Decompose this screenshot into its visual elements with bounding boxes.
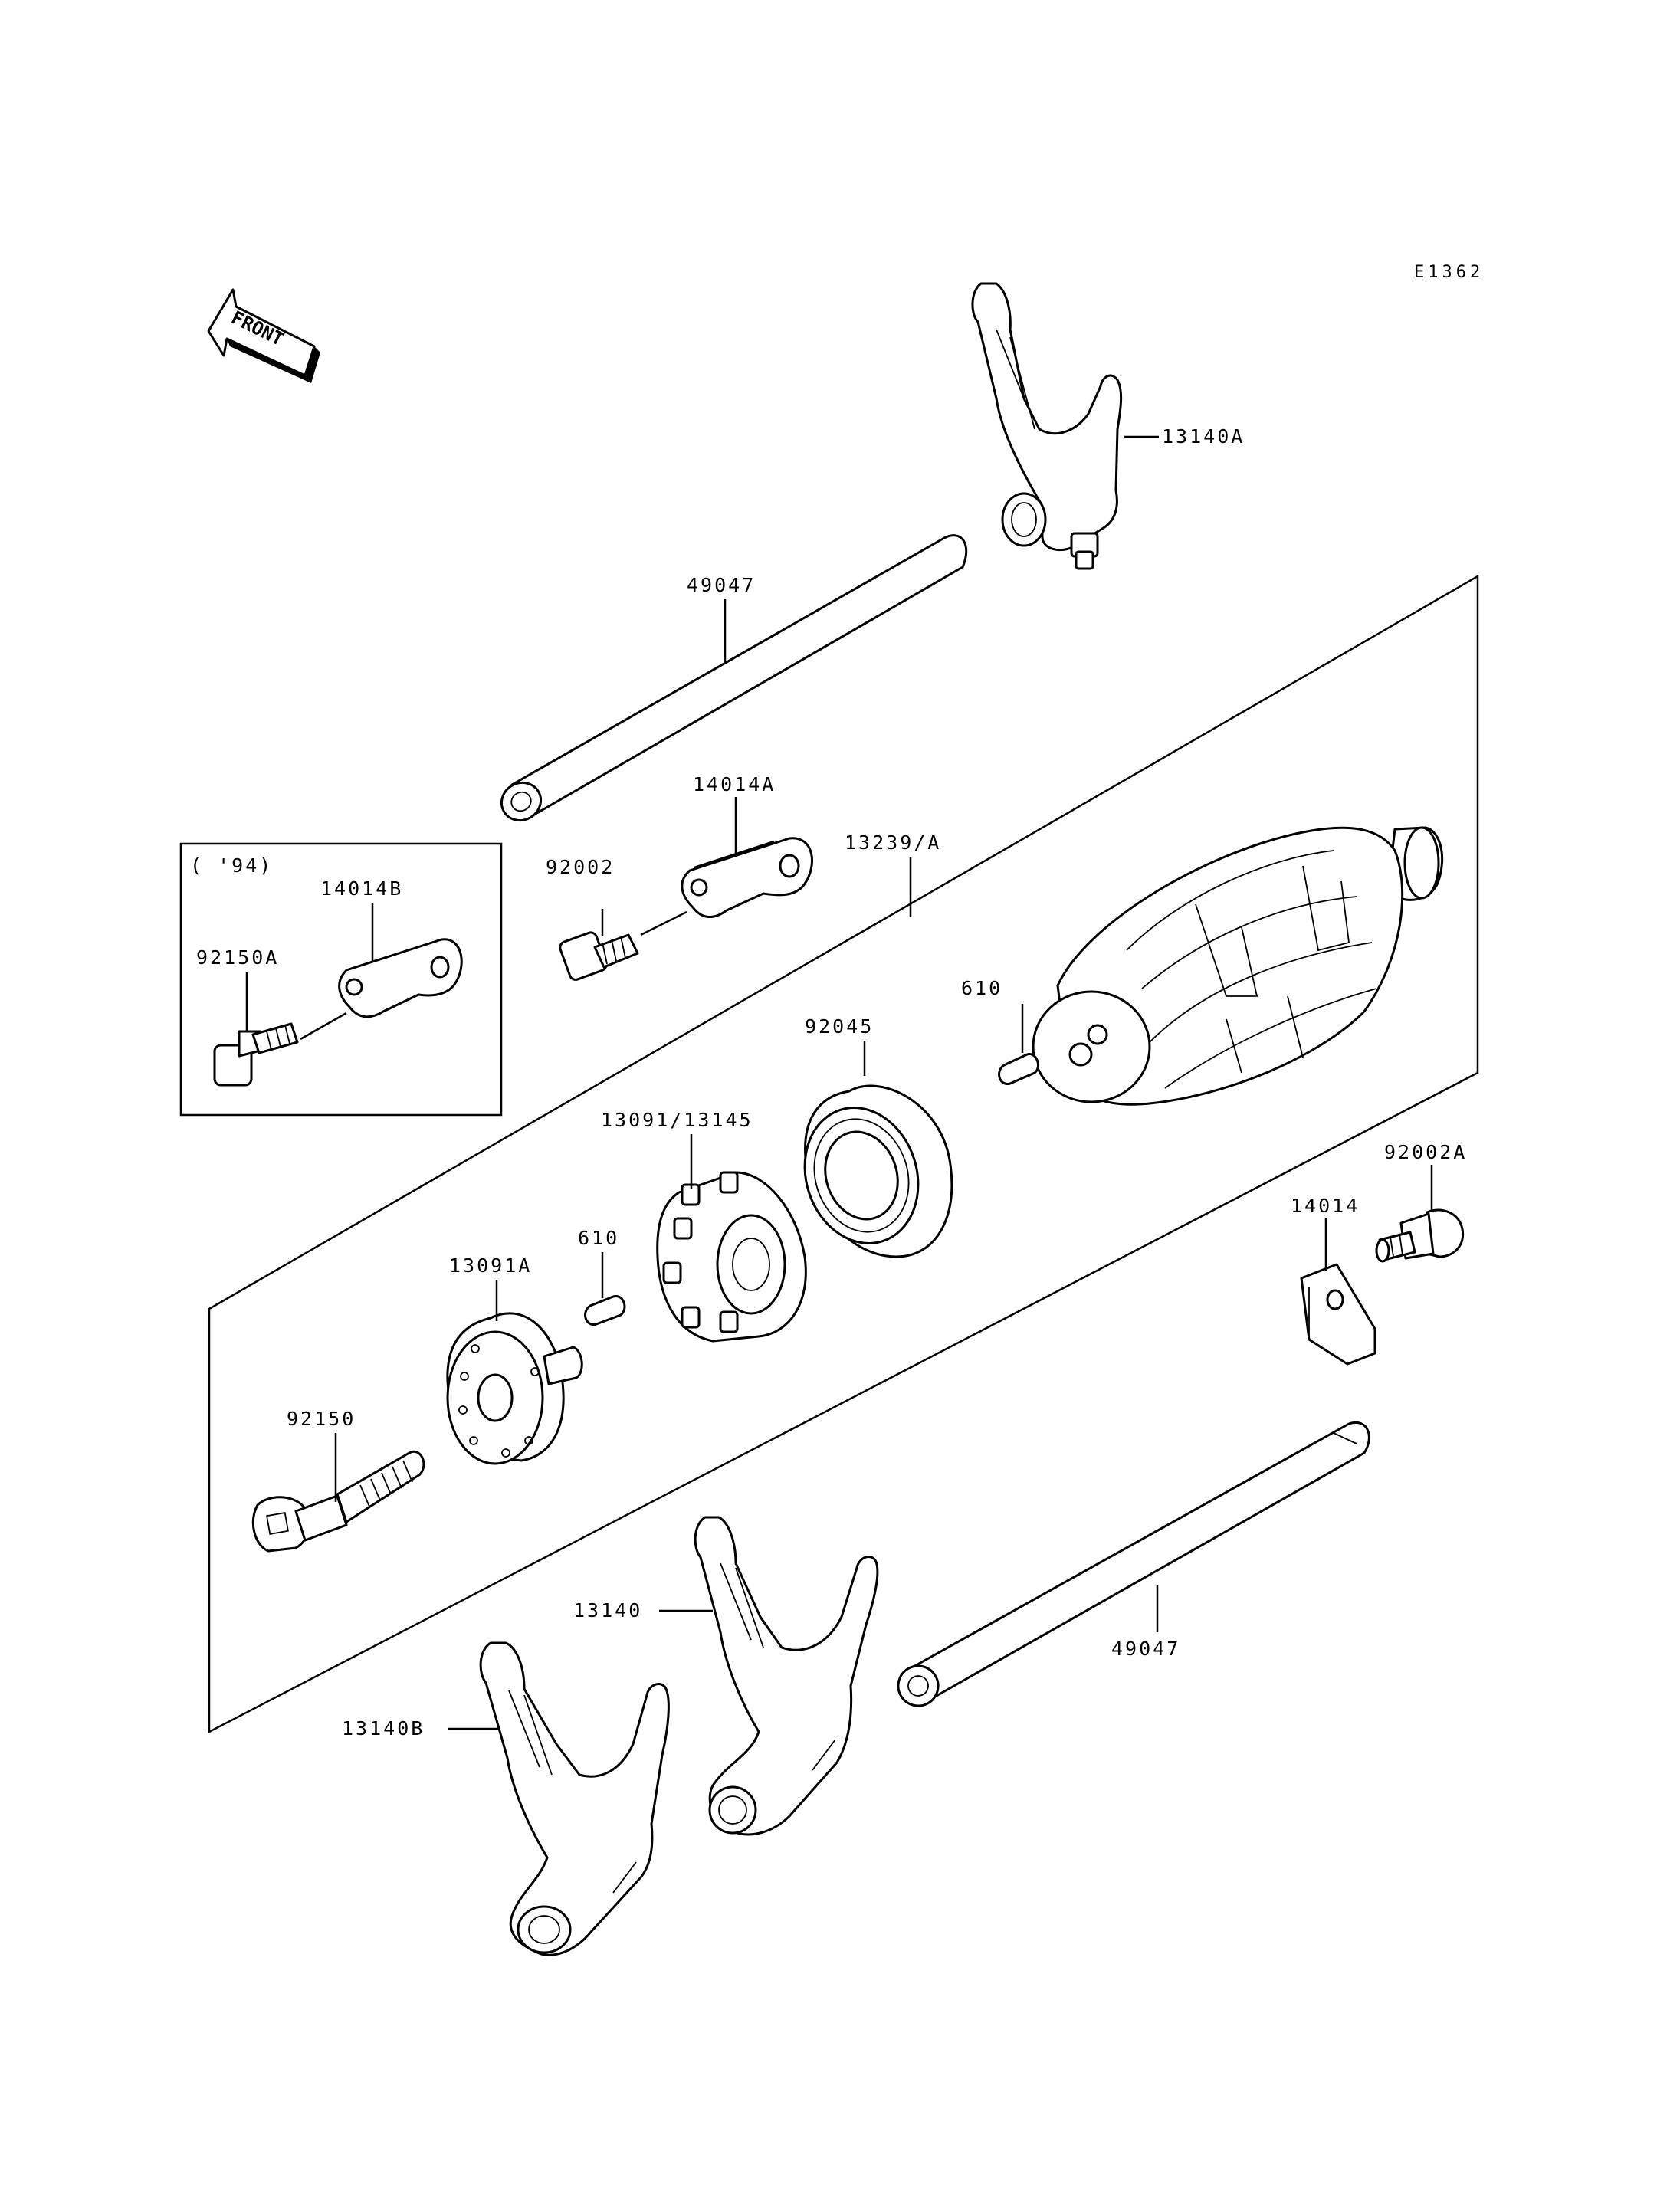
label-14014B: 14014B [320,877,403,900]
shift-drum-13239A [1032,826,1444,1106]
front-arrow-icon: FRONT [207,288,320,383]
pin-610-upper [998,1053,1039,1085]
bolt-92150A [213,1022,299,1087]
stopper-14014 [1300,1263,1376,1366]
plate-14014A [681,837,814,918]
cam-plate-13091A [446,1312,583,1465]
shift-rod-49047-bottom [897,1421,1370,1707]
label-14014: 14014 [1291,1195,1360,1217]
bolt-92002A [1375,1208,1465,1263]
bearing-92045 [803,1084,953,1258]
inset-label: ( '94) [190,854,273,877]
bolt-92002 [559,931,639,981]
label-92150: 92150 [287,1408,356,1430]
label-610-lower: 610 [578,1227,619,1249]
label-13140B: 13140B [342,1717,425,1740]
plate-14014B [338,938,463,1018]
bolt-92150 [251,1450,425,1553]
label-610-upper: 610 [961,977,1002,999]
pin-610-lower [584,1295,626,1326]
label-49047-top: 49047 [687,574,756,596]
label-13091-13145: 13091/13145 [601,1109,753,1131]
shift-fork-13140A [971,282,1123,570]
label-92002: 92002 [546,856,615,878]
shift-fork-13140B [479,1641,670,1956]
label-13140A: 13140A [1162,425,1245,448]
label-13140: 13140 [573,1599,642,1622]
label-92150A: 92150A [196,946,279,969]
label-92002A: 92002A [1384,1141,1467,1163]
assembly-outline [208,574,1479,1734]
label-14014A: 14014A [693,773,776,795]
reference-code: E1362 [1414,263,1484,282]
label-92045: 92045 [805,1015,874,1038]
shift-rod-49047-top [500,534,968,822]
inset-box [179,842,503,1117]
shift-fork-13140 [694,1516,879,1836]
label-49047-bottom: 49047 [1111,1638,1180,1660]
pin-plate-13091-13145 [656,1171,807,1343]
label-13091A: 13091A [449,1254,532,1277]
label-13239A: 13239/A [845,831,941,854]
